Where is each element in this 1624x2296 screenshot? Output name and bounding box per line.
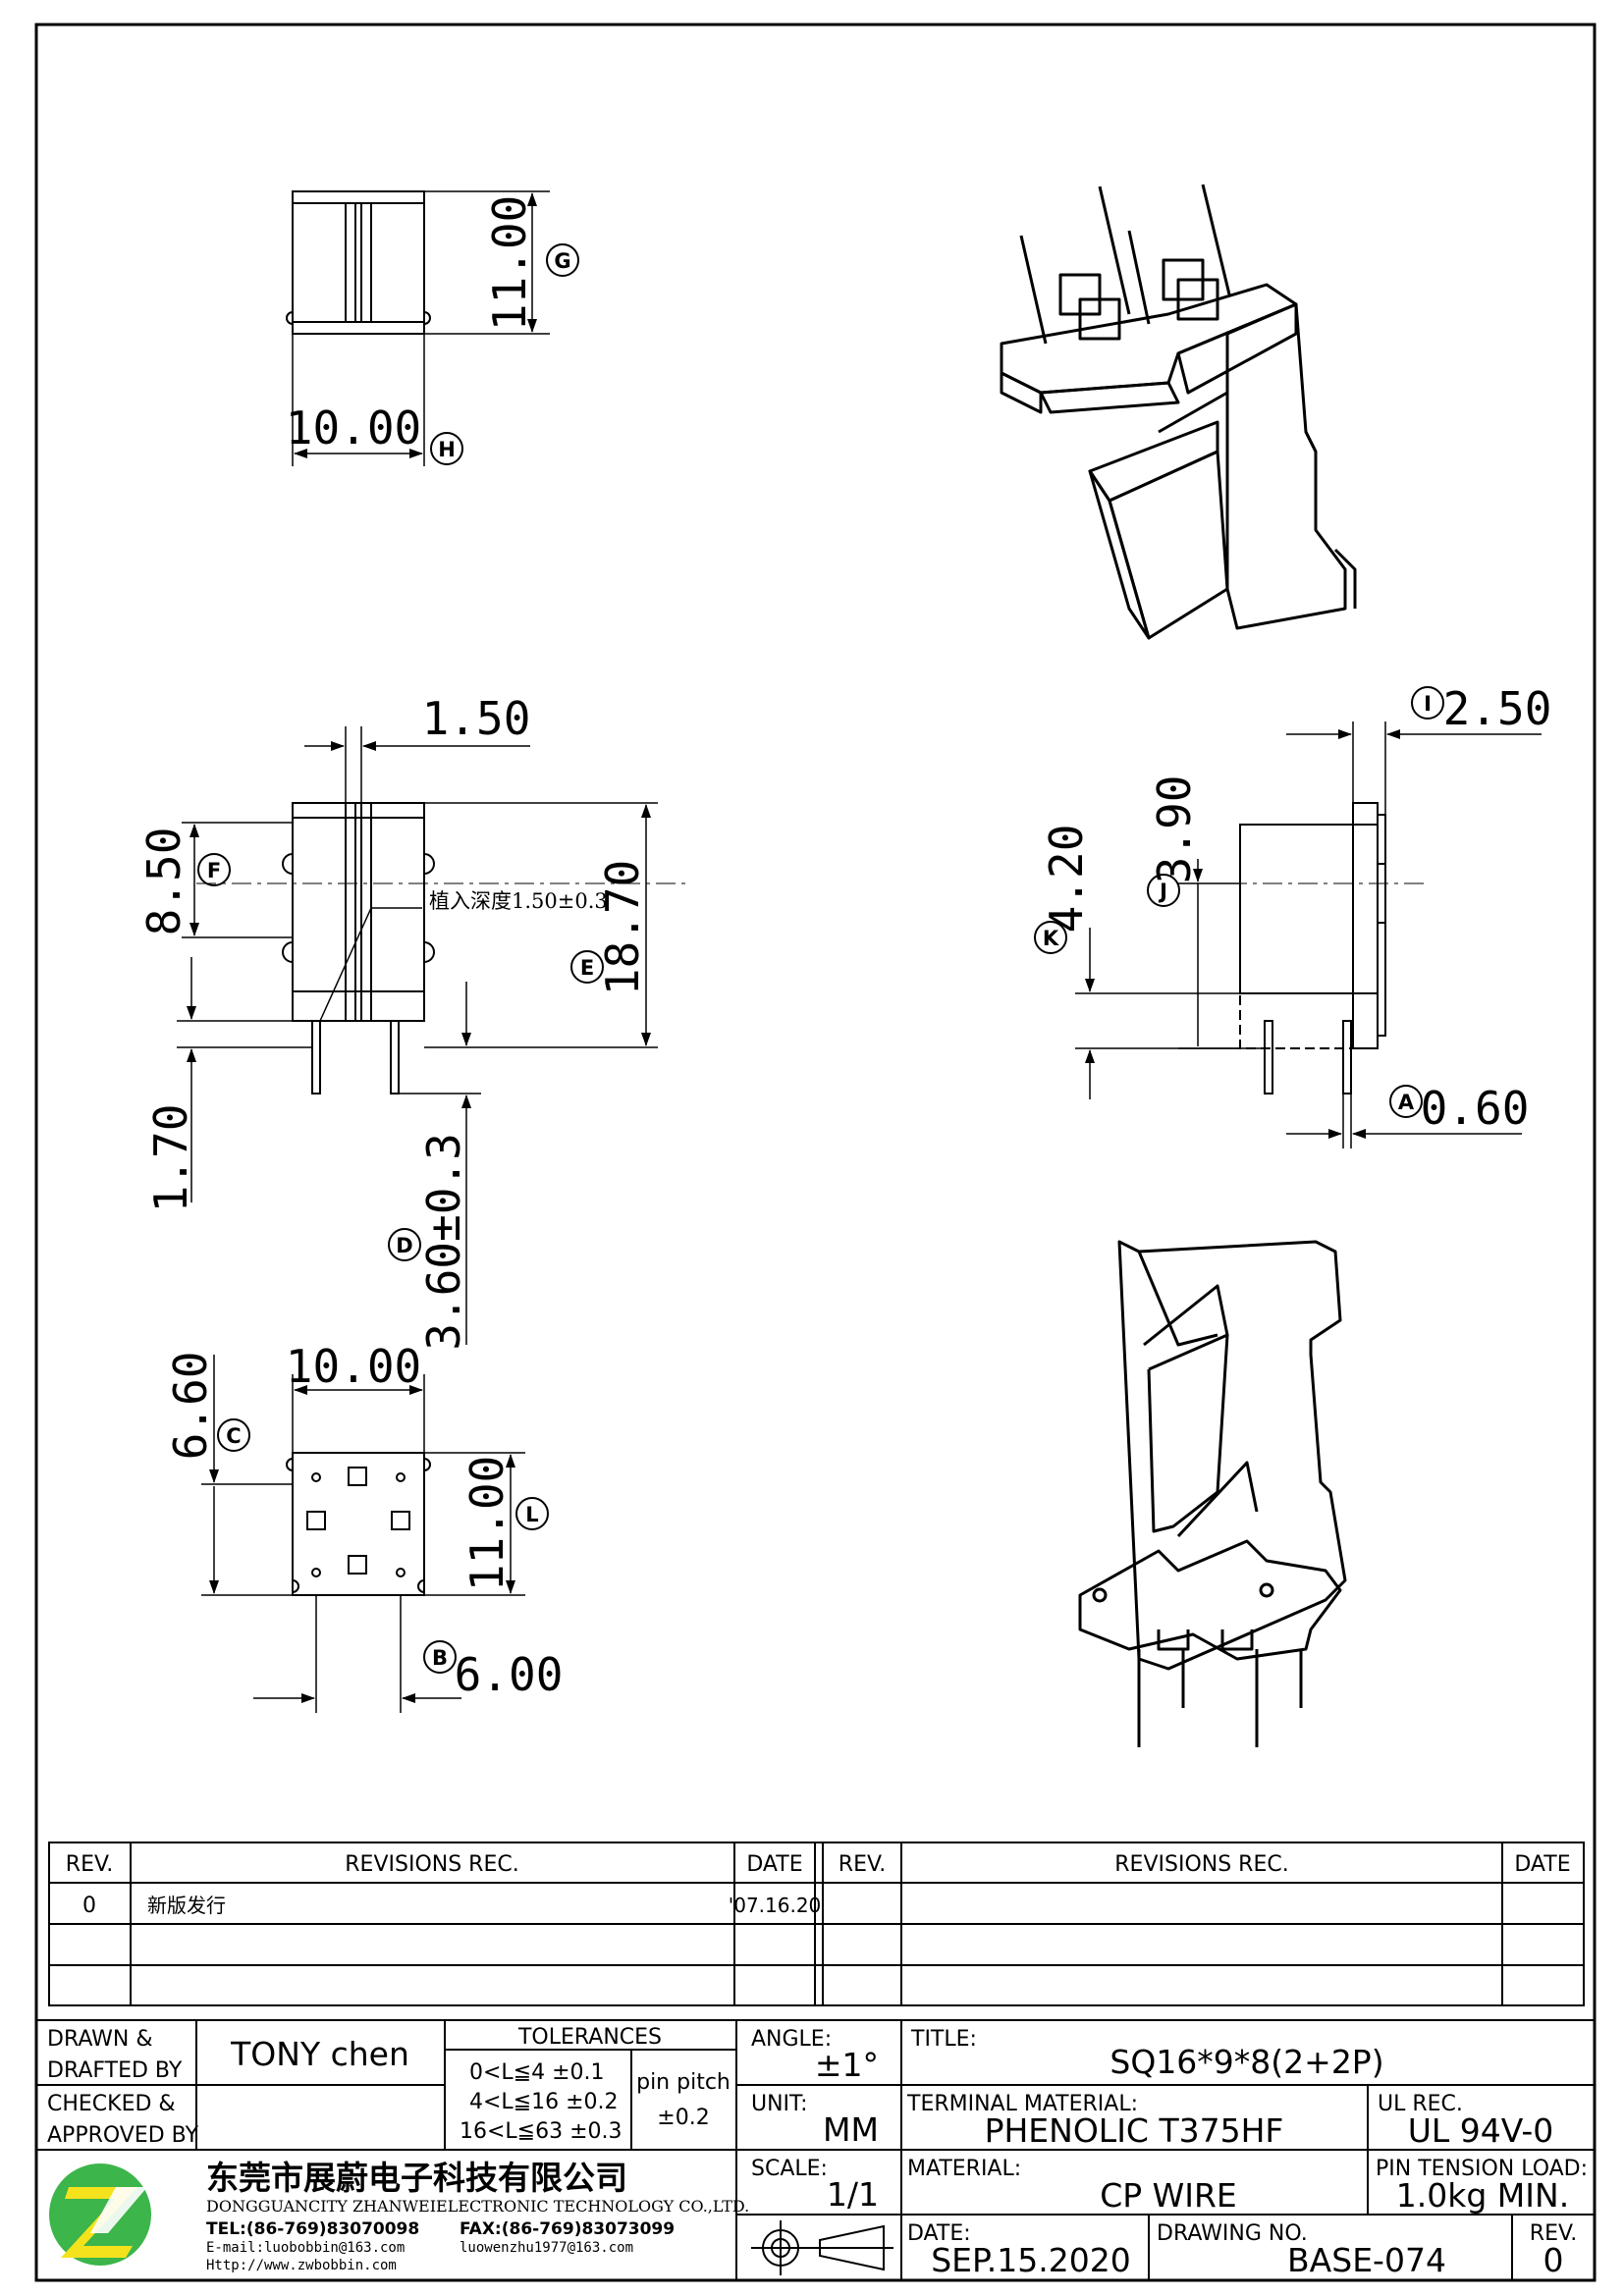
- drawn-label-1: DRAWN &: [47, 2027, 153, 2052]
- terminal-material-value: PHENOLIC T375HF: [985, 2111, 1284, 2150]
- company-email-2: luowenzhu1977@163.com: [460, 2240, 633, 2256]
- bottom-width-dim: 10.00: [286, 1340, 421, 1393]
- company-name-cn: 东莞市展蔚电子科技有限公司: [206, 2159, 627, 2197]
- side-a-ref: J: [1158, 880, 1167, 903]
- side-b-ref: K: [1043, 927, 1059, 950]
- bottom-offset-dim: 6.60: [164, 1352, 217, 1461]
- side-flange-ref: I: [1424, 692, 1432, 716]
- front-pin-ref: D: [396, 1234, 412, 1257]
- side-view: [1034, 686, 1542, 1148]
- date-value: SEP.15.2020: [931, 2241, 1131, 2279]
- bottom-pitch-dim: 6.00: [455, 1648, 564, 1701]
- date-header-right: DATE: [1514, 1852, 1570, 1877]
- rev-header-left: REV.: [66, 1852, 113, 1877]
- material-value: CP WIRE: [1100, 2176, 1237, 2215]
- bottom-pitch-ref: B: [432, 1646, 448, 1670]
- rec-header-right: REVISIONS REC.: [1114, 1852, 1288, 1877]
- ul-rec-value: UL 94V-0: [1408, 2111, 1554, 2150]
- front-upper-dim: 8.50: [137, 828, 190, 936]
- front-base-dim: 1.70: [144, 1104, 197, 1213]
- tolerance-1: 0<L≦4 ±0.1: [469, 2060, 605, 2085]
- top-view: [286, 190, 579, 466]
- drawing-no-value: BASE-074: [1287, 2241, 1446, 2279]
- angle-value: ±1°: [815, 2046, 879, 2084]
- side-b-dim: 4.20: [1040, 825, 1093, 934]
- front-pin-dim: 3.60±0.3: [417, 1133, 470, 1351]
- front-slot-dim: 1.50: [422, 692, 531, 745]
- company-fax: FAX:(86-769)83073099: [460, 2219, 675, 2239]
- top-height-dim: 11.00: [483, 195, 536, 331]
- date-header-left: DATE: [746, 1852, 802, 1877]
- bottom-offset-ref: C: [226, 1424, 241, 1448]
- iso-view-upper: [1000, 184, 1357, 640]
- checked-label-2: APPROVED BY: [47, 2123, 199, 2148]
- drawn-by: TONY chen: [230, 2035, 409, 2073]
- date-label: DATE:: [907, 2221, 971, 2246]
- unit-value: MM: [823, 2110, 879, 2149]
- ul-rec-label: UL REC.: [1378, 2092, 1463, 2116]
- side-flange-dim: 2.50: [1443, 682, 1552, 735]
- rev-header-right: REV.: [839, 1852, 886, 1877]
- insertion-depth-note: 植入深度1.50±0.3: [429, 889, 608, 913]
- pin-pitch-label: pin pitch: [636, 2070, 731, 2095]
- tolerance-2: 4<L≦16 ±0.2: [469, 2090, 619, 2114]
- company-website: Http://www.zwbobbin.com: [206, 2258, 397, 2273]
- title-label: TITLE:: [910, 2027, 977, 2052]
- material-label: MATERIAL:: [907, 2157, 1021, 2181]
- pin-pitch-value: ±0.2: [657, 2106, 709, 2130]
- top-width-ref: H: [438, 438, 456, 461]
- top-height-ref: G: [554, 249, 570, 273]
- revisions-table: [48, 1842, 1585, 2006]
- tolerance-3: 16<L≦63 ±0.3: [460, 2119, 623, 2144]
- company-email-1: E-mail:luobobbin@163.com: [206, 2240, 405, 2256]
- scale-label: SCALE:: [751, 2157, 828, 2181]
- bottom-height-ref: L: [525, 1503, 538, 1526]
- angle-label: ANGLE:: [751, 2027, 832, 2052]
- rec-header-left: REVISIONS REC.: [345, 1852, 518, 1877]
- drawn-label-2: DRAFTED BY: [47, 2058, 183, 2083]
- front-total-ref: E: [580, 956, 594, 980]
- company-name-en: DONGGUANCITY ZHANWEIELECTRONIC TECHNOLOG…: [206, 2197, 749, 2216]
- front-upper-ref: F: [207, 859, 221, 882]
- top-width-dim: 10.00: [286, 401, 421, 454]
- rev-label: REV.: [1530, 2221, 1577, 2246]
- bottom-height-dim: 11.00: [460, 1456, 514, 1591]
- side-a-dim: 3.90: [1148, 775, 1201, 884]
- scale-value: 1/1: [827, 2175, 879, 2214]
- title-value: SQ16*9*8(2+2P): [1110, 2043, 1383, 2081]
- pin-tension-label: PIN TENSION LOAD:: [1376, 2157, 1588, 2181]
- revision-row-rev: 0: [82, 1894, 96, 1918]
- rev-value: 0: [1543, 2241, 1564, 2279]
- checked-label-1: CHECKED &: [47, 2092, 176, 2116]
- front-total-dim: 18.70: [596, 860, 649, 995]
- iso-view-lower: [1078, 1240, 1347, 1747]
- company-logo: [49, 2163, 151, 2266]
- terminal-material-label: TERMINAL MATERIAL:: [906, 2092, 1138, 2116]
- title-block: [35, 2019, 1596, 2281]
- company-tel: TEL:(86-769)83070098: [206, 2219, 419, 2239]
- drawing-no-label: DRAWING NO.: [1157, 2221, 1308, 2246]
- revision-row-rec: 新版发行: [147, 1894, 226, 1917]
- projection-symbol: [751, 2220, 893, 2275]
- pin-tension-value: 1.0kg MIN.: [1396, 2176, 1569, 2215]
- side-pin-dia-ref: A: [1398, 1091, 1415, 1114]
- bottom-view: [201, 1355, 549, 1713]
- front-view: [177, 726, 687, 1345]
- side-pin-dia-dim: 0.60: [1421, 1082, 1530, 1135]
- tolerances-label: TOLERANCES: [517, 2025, 662, 2050]
- unit-label: UNIT:: [751, 2092, 807, 2116]
- revision-row-date: '07.16.20: [729, 1894, 822, 1917]
